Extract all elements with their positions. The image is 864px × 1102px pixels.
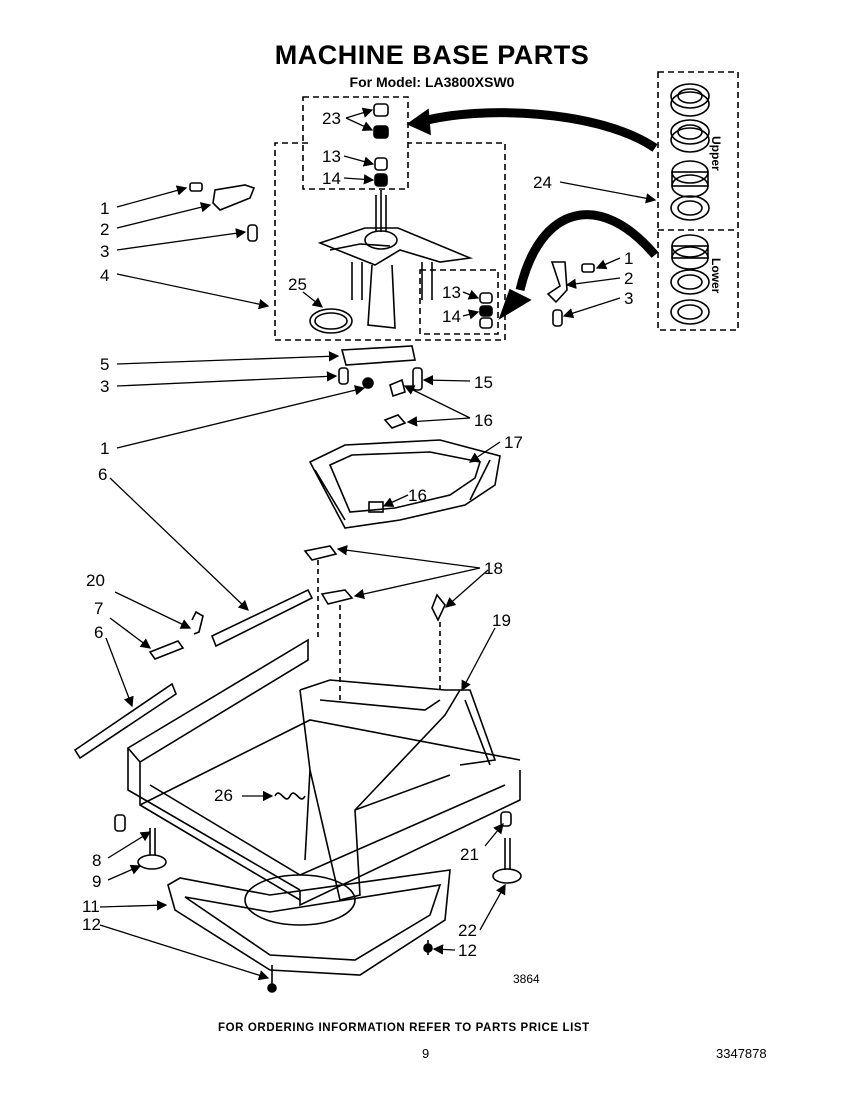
callout-5: 5 bbox=[100, 355, 110, 374]
callout-1-right: 1 bbox=[624, 249, 634, 268]
callout-2-right: 2 bbox=[624, 269, 634, 288]
upper-bearings-icon bbox=[670, 83, 710, 221]
callout-19: 19 bbox=[492, 611, 511, 630]
model-subtitle: For Model: LA3800XSW0 bbox=[349, 74, 515, 90]
callout-3-middle: 3 bbox=[100, 377, 110, 396]
ordering-note: FOR ORDERING INFORMATION REFER TO PARTS … bbox=[218, 1022, 590, 1034]
callout-23: 23 bbox=[322, 109, 341, 128]
upper-bearing-label: Upper bbox=[709, 136, 723, 171]
callout-9: 9 bbox=[92, 872, 102, 891]
lower-bearings-icon bbox=[670, 234, 710, 325]
callout-7: 7 bbox=[94, 599, 104, 618]
lower-bearing-box bbox=[419, 269, 499, 335]
page-title: MACHINE BASE PARTS bbox=[274, 40, 590, 70]
agitator-shaft-box bbox=[274, 142, 506, 341]
callout-16-inner: 16 bbox=[408, 486, 427, 505]
callout-13: 13 bbox=[322, 147, 341, 166]
bearing-kit-box bbox=[657, 71, 739, 331]
callout-1: 1 bbox=[100, 199, 110, 218]
callout-12-right: 12 bbox=[458, 941, 477, 960]
callout-20: 20 bbox=[86, 571, 105, 590]
lower-bearing-label: Lower bbox=[709, 258, 723, 294]
callout-21: 21 bbox=[460, 845, 479, 864]
callout-11: 11 bbox=[82, 897, 100, 916]
callout-16: 16 bbox=[474, 411, 493, 430]
callout-14: 14 bbox=[322, 169, 341, 188]
callout-3: 3 bbox=[100, 242, 110, 261]
callout-2: 2 bbox=[100, 220, 110, 239]
callout-14-lower: 14 bbox=[442, 307, 461, 326]
callout-25: 25 bbox=[288, 275, 307, 294]
callout-18: 18 bbox=[484, 559, 503, 578]
callout-6: 6 bbox=[98, 465, 108, 484]
figure-number: 3864 bbox=[513, 972, 540, 986]
callout-6-lower: 6 bbox=[94, 623, 104, 642]
callout-1-middle: 1 bbox=[100, 439, 110, 458]
callout-13-lower: 13 bbox=[442, 283, 461, 302]
callout-8: 8 bbox=[92, 851, 102, 870]
callout-22: 22 bbox=[458, 921, 477, 940]
callout-15: 15 bbox=[474, 373, 493, 392]
callout-17: 17 bbox=[504, 433, 523, 452]
callout-4: 4 bbox=[100, 266, 110, 285]
callout-12: 12 bbox=[82, 915, 101, 934]
callout-24: 24 bbox=[533, 173, 552, 192]
document-number: 3347878 bbox=[716, 1046, 767, 1061]
callout-3-right: 3 bbox=[624, 289, 634, 308]
spin-bearing-box bbox=[302, 96, 409, 190]
callout-26: 26 bbox=[214, 786, 233, 805]
page-number: 9 bbox=[422, 1046, 430, 1061]
